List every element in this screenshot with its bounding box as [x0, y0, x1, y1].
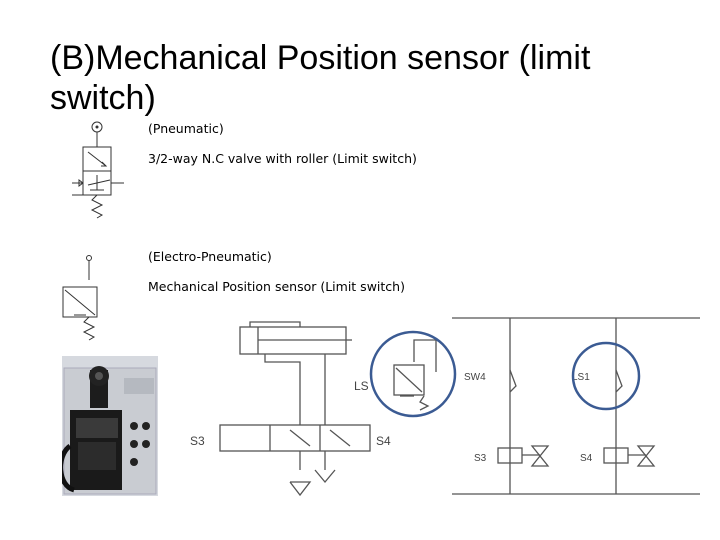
s4-right-label: S4 — [580, 453, 593, 464]
label-pneumatic: (Pneumatic) — [148, 121, 224, 136]
s4-left-label: S4 — [376, 434, 391, 448]
electrical-ladder: SW4 LS1 S3 S4 — [452, 317, 700, 495]
slide-title: (B)Mechanical Position sensor (limit swi… — [50, 39, 591, 117]
label-electro-pneumatic: (Electro-Pneumatic) — [148, 249, 272, 264]
roller-small-icon — [86, 255, 92, 261]
limit-switch-symbol — [62, 255, 98, 341]
valve-symbol — [72, 121, 124, 219]
label-sensor: Mechanical Position sensor (Limit switch… — [148, 279, 405, 294]
label-valve: 3/2-way N.C valve with roller (Limit swi… — [148, 151, 417, 166]
pneumatic-circuit: S3 S4 LS — [190, 321, 437, 497]
ls-label: LS — [354, 379, 369, 393]
limit-switch-photo — [62, 356, 158, 496]
s3-left-label: S3 — [190, 434, 205, 448]
solenoid-valve — [219, 424, 371, 452]
highlight-circle-ls1 — [571, 341, 641, 411]
ls-symbol — [393, 364, 425, 396]
s3-right-label: S3 — [474, 453, 487, 464]
ls1-label: LS1 — [572, 372, 590, 383]
switch-box — [62, 286, 98, 318]
highlight-circle-ls — [369, 330, 457, 418]
sw4-label: SW4 — [464, 372, 486, 383]
